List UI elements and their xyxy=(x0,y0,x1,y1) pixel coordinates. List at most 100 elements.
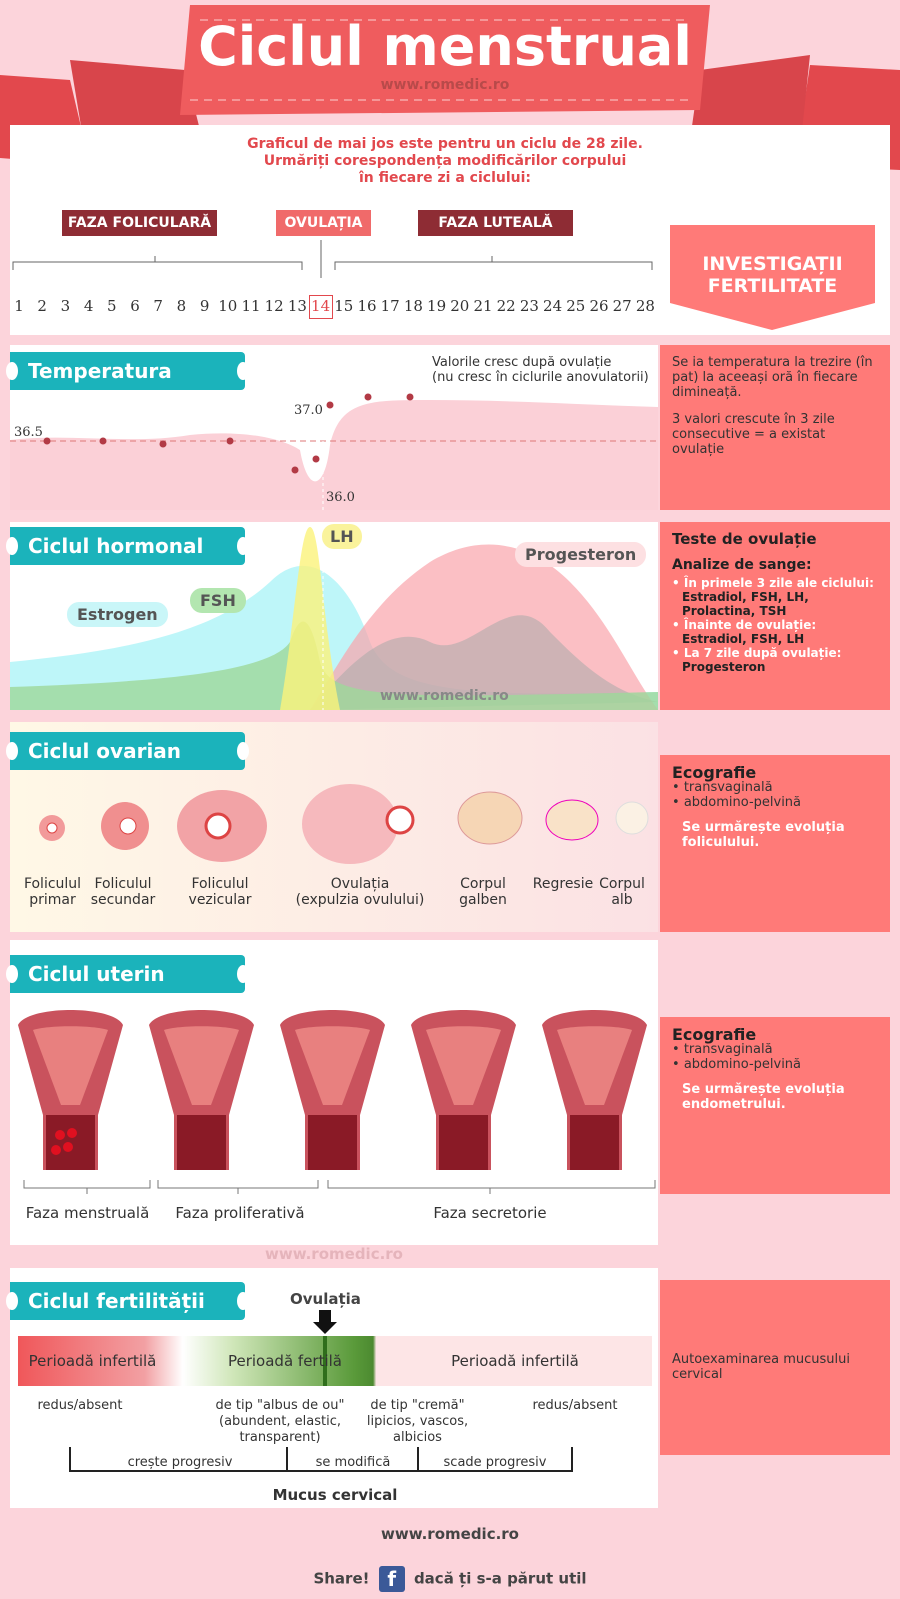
day-21: 21 xyxy=(473,297,493,315)
phase-luteal: FAZA LUTEALĂ xyxy=(418,210,573,236)
mucus-change: se modifică xyxy=(315,1455,391,1470)
endometrium xyxy=(33,1026,108,1105)
temp-label-370: 37.0 xyxy=(294,403,323,418)
footer-site[interactable]: www.romedic.ro xyxy=(381,1525,519,1543)
hormonal-title: Ciclul hormonal xyxy=(6,527,249,565)
day-9: 9 xyxy=(199,297,210,315)
header-site: www.romedic.ro xyxy=(380,77,510,93)
temp-note: Valorile cresc după ovulație (nu cresc î… xyxy=(432,355,649,385)
day-11: 11 xyxy=(241,297,261,315)
mucus-brackets xyxy=(69,1447,573,1472)
ovarian-title: Ciclul ovarian xyxy=(6,732,249,770)
uterus-drawings xyxy=(18,1010,647,1170)
endometrium xyxy=(426,1026,501,1105)
share-label: Share! xyxy=(313,1569,370,1588)
day-3: 3 xyxy=(60,297,71,315)
phase-ovulation: OVULAȚIA xyxy=(276,210,371,236)
cervix xyxy=(570,1115,619,1170)
ovarian-drawings xyxy=(39,784,649,864)
temp-label-365: 36.5 xyxy=(14,425,43,440)
fertile-period: Perioadă fertilă xyxy=(227,1352,342,1370)
day-27: 27 xyxy=(612,297,632,315)
cervix xyxy=(308,1115,357,1170)
ovulation-arrow-icon xyxy=(313,1310,337,1334)
phase-brackets xyxy=(12,240,653,278)
fertility-title: Ciclul fertilității xyxy=(6,1282,249,1320)
day-10: 10 xyxy=(218,297,238,315)
temp-point xyxy=(406,393,414,401)
intro-text: Graficul de mai jos este pentru un ciclu… xyxy=(247,136,643,186)
page-title: Ciclul menstrual xyxy=(198,15,692,78)
share-row: Share! f dacă ți s-a părut util xyxy=(0,1566,900,1592)
mucus-4: redus/absent xyxy=(532,1398,618,1413)
day-22: 22 xyxy=(496,297,516,315)
mucus-2: de tip "albus de ou"(abundent, elastic,t… xyxy=(215,1398,345,1445)
temperature-chart xyxy=(10,345,658,510)
fertility-bar xyxy=(18,1336,652,1386)
ovarian-side: Ecografie • transvaginală • abdomino-pel… xyxy=(660,755,890,932)
blood-drop xyxy=(55,1130,65,1140)
endometrium xyxy=(164,1026,239,1105)
day-8: 8 xyxy=(176,297,187,315)
blood-drop xyxy=(67,1128,77,1138)
temp-point xyxy=(364,393,372,401)
temp-label-360: 36.0 xyxy=(326,490,355,505)
day-28: 28 xyxy=(635,297,655,315)
uterine-phase-secretory: Faza secretorie xyxy=(433,1204,547,1222)
day-5: 5 xyxy=(107,297,117,315)
infertile-period-2: Perioadă infertilă xyxy=(451,1352,579,1370)
temp-point xyxy=(291,466,299,474)
uterine-title: Ciclul uterin xyxy=(6,955,249,993)
lh-label: LH xyxy=(322,524,362,549)
cervix xyxy=(439,1115,488,1170)
progesteron-label: Progesteron xyxy=(515,542,647,567)
day-18: 18 xyxy=(403,297,423,315)
day-23: 23 xyxy=(519,297,539,315)
day-1: 1 xyxy=(14,297,24,315)
mucus-grow: crește progresiv xyxy=(127,1455,233,1470)
ovarian-stage-label: Regresie xyxy=(532,876,594,892)
day-26: 26 xyxy=(589,297,609,315)
uterine-phase-proliferative: Faza proliferativă xyxy=(175,1204,305,1222)
temp-point xyxy=(312,455,320,463)
uterine-brackets xyxy=(23,1180,656,1194)
temperature-title: Temperatura bazală xyxy=(6,352,249,421)
day-14-box xyxy=(309,295,333,319)
cervix xyxy=(177,1115,226,1170)
day-4: 4 xyxy=(83,297,94,315)
watermark-2: www.romedic.ro xyxy=(265,1245,403,1263)
fertility-tests-banner xyxy=(670,225,875,330)
fsh-label: FSH xyxy=(190,588,246,613)
day-14: 14 xyxy=(311,297,331,315)
temperature-side: Se ia temperatura la trezire (în pat) la… xyxy=(660,345,890,510)
day-17: 17 xyxy=(380,297,400,315)
ovulation-line xyxy=(323,1336,327,1386)
day-13: 13 xyxy=(287,297,307,315)
temp-point xyxy=(99,437,107,445)
endometrium xyxy=(557,1026,632,1105)
blood-drop xyxy=(51,1145,61,1155)
day-7: 7 xyxy=(153,297,163,315)
hormonal-watermark: www.romedic.ro xyxy=(380,688,509,704)
uterine-side: Ecografie • transvaginală • abdomino-pel… xyxy=(660,1017,890,1194)
hormonal-side: Teste de ovulație Analize de sange: • În… xyxy=(660,522,890,710)
hormonal-chart xyxy=(10,522,658,710)
temp-point xyxy=(159,440,167,448)
temp-point xyxy=(326,401,334,409)
day-20: 20 xyxy=(450,297,470,315)
infertile-period-1: Perioadă infertilă xyxy=(28,1352,157,1370)
share-text: dacă ți s-a părut util xyxy=(413,1569,587,1588)
mucus-fall: scade progresiv xyxy=(443,1455,547,1470)
uterine-phase-menstrual: Faza menstruală xyxy=(25,1204,150,1222)
day-16: 16 xyxy=(357,297,377,315)
ovarian-stage-label: Ovulația(expulzia ovulului) xyxy=(295,876,425,908)
day-25: 25 xyxy=(566,297,586,315)
ovulation-marker-label: Ovulația xyxy=(290,1290,361,1308)
estrogen-label: Estrogen xyxy=(67,602,168,627)
facebook-icon[interactable]: f xyxy=(378,1566,405,1592)
